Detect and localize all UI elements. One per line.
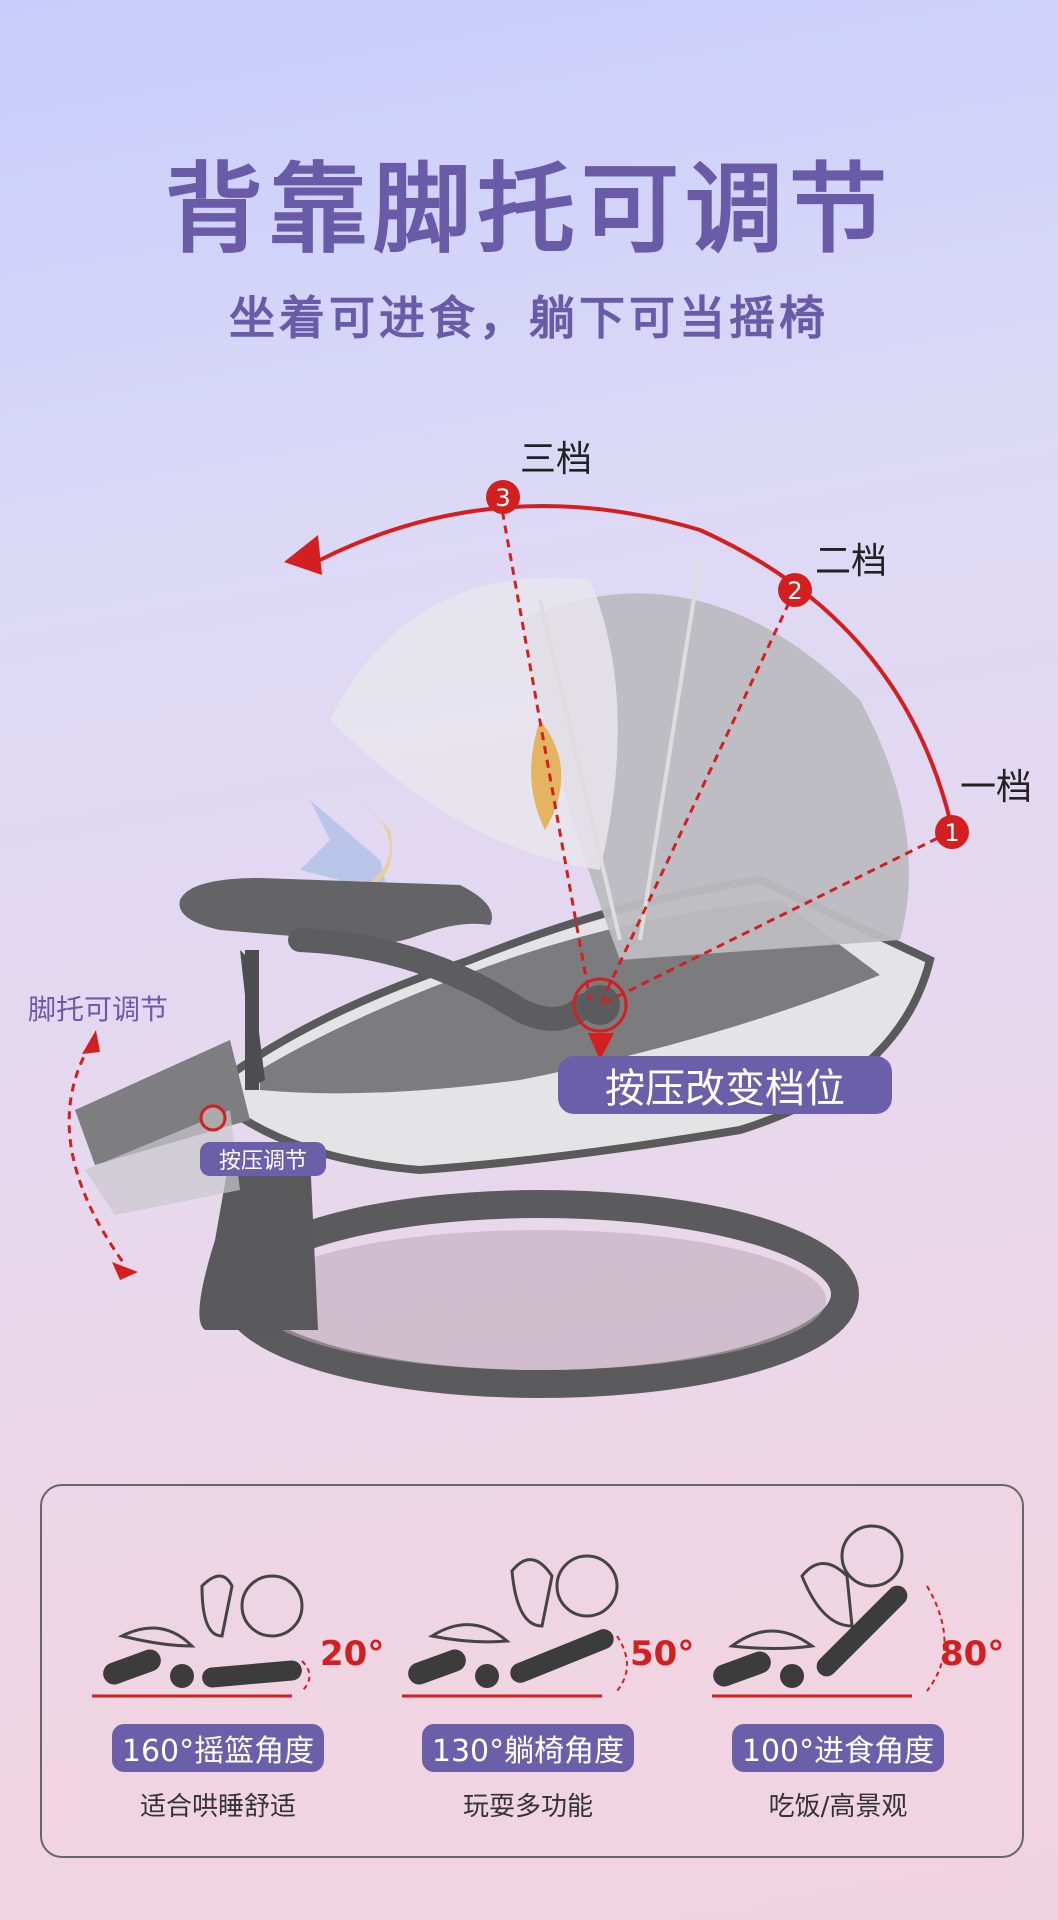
- recline-arc: [319, 504, 952, 821]
- press-adjust-badge: 按压调节: [200, 1142, 326, 1176]
- gear-label-third: 三档: [520, 439, 593, 480]
- page-title: 背靠脚托可调节: [164, 153, 893, 267]
- footrest: [75, 1040, 250, 1165]
- mode-badge: 130°躺椅角度: [422, 1724, 634, 1772]
- mode-badge: 160°摇篮角度: [112, 1724, 324, 1772]
- mode-angle: 20°: [320, 1634, 385, 1674]
- gear-number-1: 1: [944, 819, 959, 847]
- mode-desc: 吃饭/高景观: [768, 1792, 908, 1822]
- mode-desc: 玩耍多功能: [462, 1792, 593, 1822]
- gear-marker-2: 2: [778, 573, 812, 607]
- gear-marker-1: 1: [935, 815, 969, 849]
- mode-recliner: 50° 130°躺椅角度 玩耍多功能: [372, 1486, 695, 1856]
- rocker-illustration: 3 2 1: [67, 480, 969, 1398]
- feeding-pose-icon: [712, 1524, 946, 1698]
- foot-knob: [199, 1104, 227, 1132]
- mode-badge: 100°进食角度: [732, 1724, 944, 1772]
- gear-label-first: 一档: [960, 767, 1033, 808]
- press-change-badge: 按压改变档位: [558, 1056, 892, 1114]
- gear-marker-3: 3: [486, 480, 520, 514]
- mode-angle: 50°: [630, 1634, 695, 1674]
- footrest-label: 脚托可调节: [28, 993, 169, 1026]
- tray: [179, 878, 492, 944]
- pedestal: [199, 1155, 318, 1330]
- gear-number-3: 3: [495, 484, 510, 512]
- gear-number-2: 2: [787, 577, 802, 605]
- mode-desc: 适合哄睡舒适: [139, 1792, 296, 1822]
- page-subtitle: 坐着可进食，躺下可当摇椅: [229, 291, 829, 345]
- mode-cradle: 20° 160°摇篮角度 适合哄睡舒适: [62, 1486, 385, 1856]
- recliner-pose-icon: [402, 1554, 628, 1698]
- cradle-pose-icon: [92, 1574, 311, 1698]
- mode-feeding: 80° 100°进食角度 吃饭/高景观: [682, 1486, 1005, 1856]
- canopy: [520, 593, 909, 960]
- angle-modes-panel: 20° 160°摇篮角度 适合哄睡舒适 50° 130°躺椅角度 玩耍多功能: [40, 1484, 1024, 1858]
- arc-arrow: [284, 535, 322, 575]
- gear-label-second: 二档: [815, 541, 888, 582]
- mode-angle: 80°: [940, 1634, 1005, 1674]
